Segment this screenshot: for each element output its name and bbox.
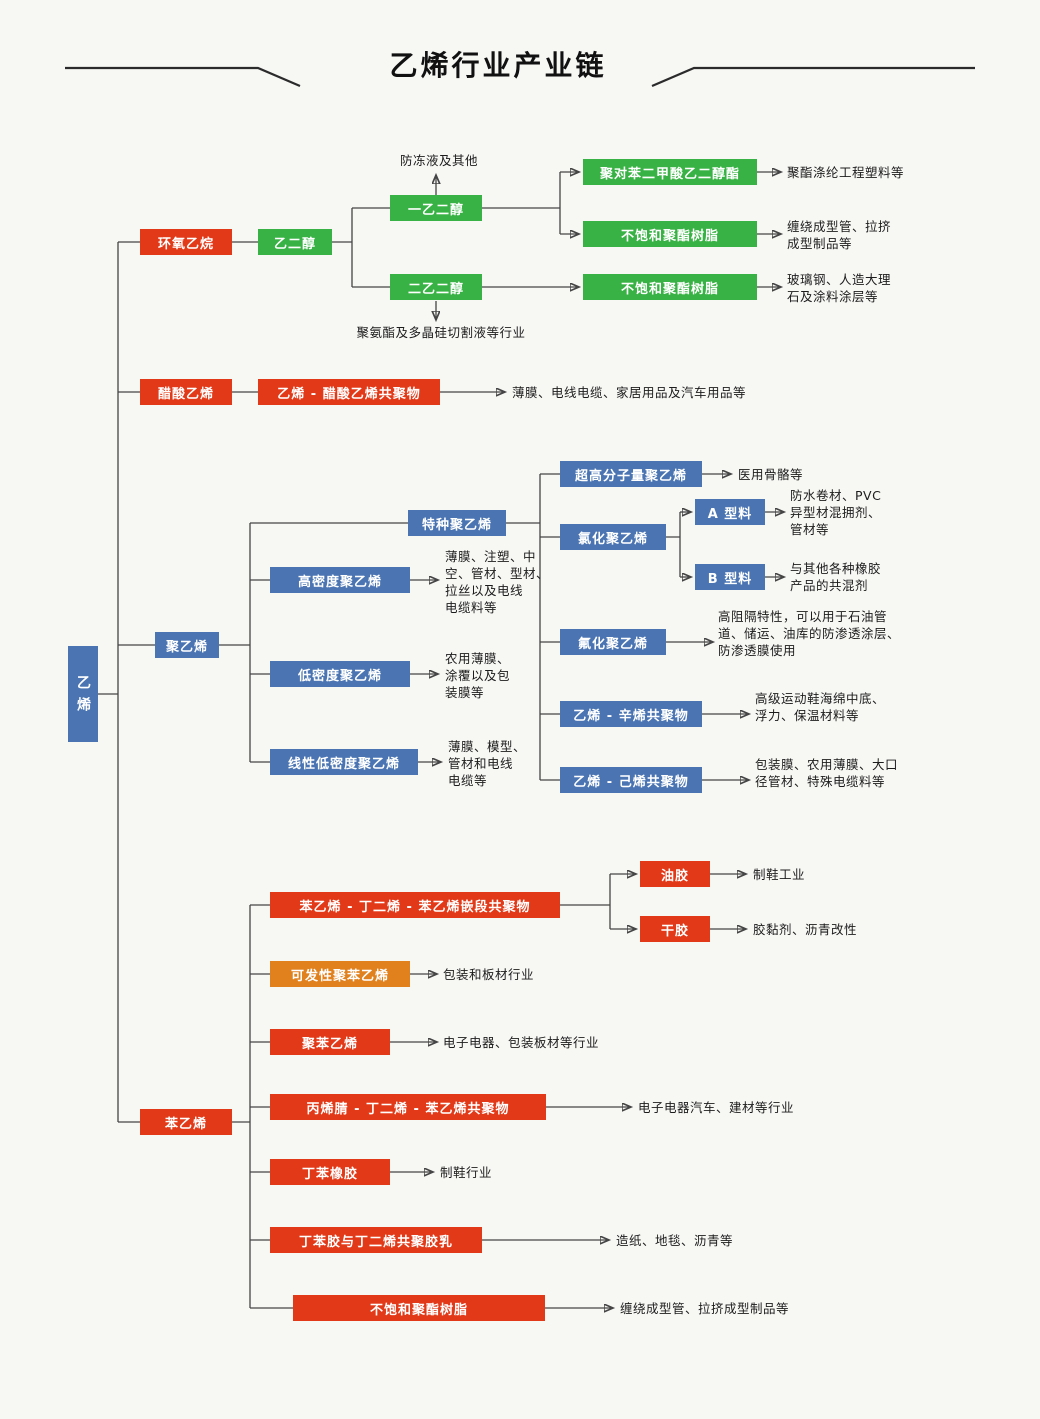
label-antifreeze: 防冻液及其他: [399, 153, 478, 168]
label-dry-glue-output: 胶黏剂、沥青改性: [753, 922, 858, 937]
node-polyethylene: 聚乙烯: [155, 632, 219, 658]
node-ldpe: 低密度聚乙烯: [270, 661, 410, 687]
label-upr2-output: 玻璃钢、人造大理 石及涂料涂层等: [787, 272, 892, 304]
node-unsaturated-polyester-3: 不饱和聚酯树脂: [293, 1295, 545, 1321]
node-ethylene-oxide: 环氧乙烷: [140, 229, 232, 255]
node-b-type: B 型料: [695, 564, 765, 590]
node-sbr-rubber: 丁苯橡胶: [270, 1159, 390, 1185]
node-ethylene: 乙烯: [68, 646, 98, 742]
node-ethylene-hexene-copolymer: 乙烯 - 己烯共聚物: [560, 767, 702, 793]
label-eoc-output: 高级运动鞋海绵中底、 浮力、保温材料等: [755, 691, 886, 723]
label-oil-glue-output: 制鞋工业: [753, 867, 806, 882]
node-ethylene-glycol: 乙二醇: [258, 229, 332, 255]
page-title: 乙烯行业产业链: [389, 49, 607, 82]
label-upr1-output: 缠绕成型管、拉挤 成型制品等: [787, 219, 892, 251]
node-uhmwpe: 超高分子量聚乙烯: [560, 461, 702, 487]
label-lldpe-output: 薄膜、模型、 管材和电线 电缆等: [448, 739, 527, 788]
node-polystyrene: 聚苯乙烯: [270, 1029, 390, 1055]
node-eps: 可发性聚苯乙烯: [270, 961, 410, 987]
node-fluorinated-pe: 氟化聚乙烯: [560, 629, 666, 655]
node-unsaturated-polyester-2: 不饱和聚酯树脂: [583, 274, 757, 300]
node-unsaturated-polyester-1: 不饱和聚酯树脂: [583, 221, 757, 247]
node-sbs-block-copolymer: 苯乙烯 - 丁二烯 - 苯乙烯嵌段共聚物: [270, 892, 560, 918]
label-hdpe-output: 薄膜、注塑、中 空、管材、型材、 拉丝以及电线 电缆料等: [445, 549, 550, 615]
label-fluorinated-pe-output: 高阻隔特性，可以用于石油管 道、储运、油库的防渗透涂层、 防渗透膜使用: [718, 609, 901, 658]
node-lldpe: 线性低密度聚乙烯: [270, 749, 418, 775]
node-eva-copolymer: 乙烯 - 醋酸乙烯共聚物: [258, 379, 440, 405]
label-ldpe-output: 农用薄膜、 涂覆以及包 装膜等: [445, 651, 511, 700]
node-oil-glue: 油胶: [640, 861, 710, 887]
label-sbr-output: 制鞋行业: [440, 1165, 493, 1180]
label-polyurethane: 聚氨酯及多晶硅切割液等行业: [356, 325, 526, 340]
node-styrene: 苯乙烯: [140, 1109, 232, 1135]
node-butadiene-latex: 丁苯胶与丁二烯共聚胶乳: [270, 1227, 482, 1253]
node-pet: 聚对苯二甲酸乙二醇酯: [583, 159, 757, 185]
label-a-type-output: 防水卷材、PVC 异型材混拥剂、 管材等: [790, 488, 882, 537]
label-ehc-output: 包装膜、农用薄膜、大口 径管材、特殊电缆料等: [755, 757, 899, 789]
node-chlorinated-pe: 氯化聚乙烯: [560, 524, 666, 550]
label-latex-output: 造纸、地毯、沥青等: [616, 1233, 734, 1248]
label-uhmwpe-output: 医用骨骼等: [738, 467, 804, 482]
node-dry-glue: 干胶: [640, 916, 710, 942]
node-mono-ethylene-glycol: 一乙二醇: [390, 195, 482, 221]
node-hdpe: 高密度聚乙烯: [270, 567, 410, 593]
label-upr3-output: 缠绕成型管、拉挤成型制品等: [620, 1301, 790, 1316]
label-pet-output: 聚酯涤纶工程塑料等: [787, 165, 905, 180]
node-a-type: A 型料: [695, 499, 765, 525]
node-vinyl-acetate: 醋酸乙烯: [140, 379, 232, 405]
node-ethylene-octene-copolymer: 乙烯 - 辛烯共聚物: [560, 701, 702, 727]
label-polystyrene-output: 电子电器、包装板材等行业: [443, 1035, 600, 1050]
node-diethylene-glycol: 二乙二醇: [390, 274, 482, 300]
label-eva-output: 薄膜、电线电缆、家居用品及汽车用品等: [512, 385, 747, 400]
label-abs-output: 电子电器汽车、建材等行业: [638, 1100, 795, 1115]
label-eps-output: 包装和板材行业: [443, 967, 535, 982]
node-special-polyethylene: 特种聚乙烯: [408, 510, 506, 536]
node-abs-copolymer: 丙烯腈 - 丁二烯 - 苯乙烯共聚物: [270, 1094, 546, 1120]
label-b-type-output: 与其他各种橡胶 产品的共混剂: [790, 561, 882, 593]
